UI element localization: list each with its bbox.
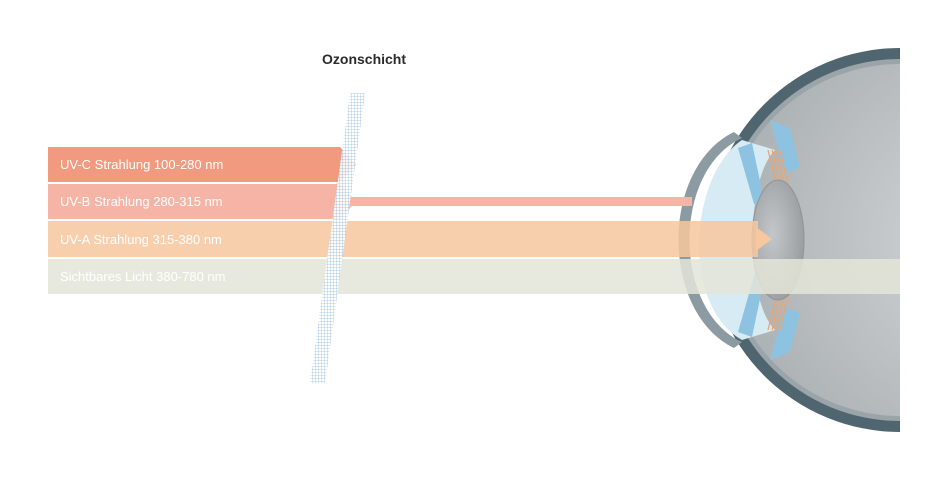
radiation-bands: UV-C Strahlung 100-280 nm UV-B Strahlung… <box>48 147 900 294</box>
ozone-layer: Ozonschicht <box>310 51 406 383</box>
ozone-layer-label: Ozonschicht <box>322 51 406 67</box>
band-uv-c-label: UV-C Strahlung 100-280 nm <box>60 157 223 172</box>
ozone-layer-mesh <box>310 93 365 383</box>
band-uv-b-transmitted-beam <box>350 197 692 206</box>
band-uv-a: UV-A Strahlung 315-380 nm <box>48 221 772 257</box>
band-uv-b-label: UV-B Strahlung 280-315 nm <box>60 194 223 209</box>
band-visible-light-bar <box>48 259 900 294</box>
band-visible-light: Sichtbares Licht 380-780 nm <box>48 259 900 294</box>
ciliary-body-upper <box>770 120 800 172</box>
iris-upper <box>738 143 764 204</box>
band-uv-c: UV-C Strahlung 100-280 nm <box>48 147 356 182</box>
band-uv-c-bar <box>48 147 340 182</box>
band-visible-light-label: Sichtbares Licht 380-780 nm <box>60 269 225 284</box>
band-uv-b: UV-B Strahlung 280-315 nm <box>48 184 692 219</box>
band-uv-a-bar <box>48 221 758 257</box>
ciliary-body-lower <box>770 308 800 360</box>
band-uv-b-bar <box>48 184 340 219</box>
band-uv-a-label: UV-A Strahlung 315-380 nm <box>60 232 222 247</box>
band-uv-a-arrowhead <box>756 227 772 251</box>
